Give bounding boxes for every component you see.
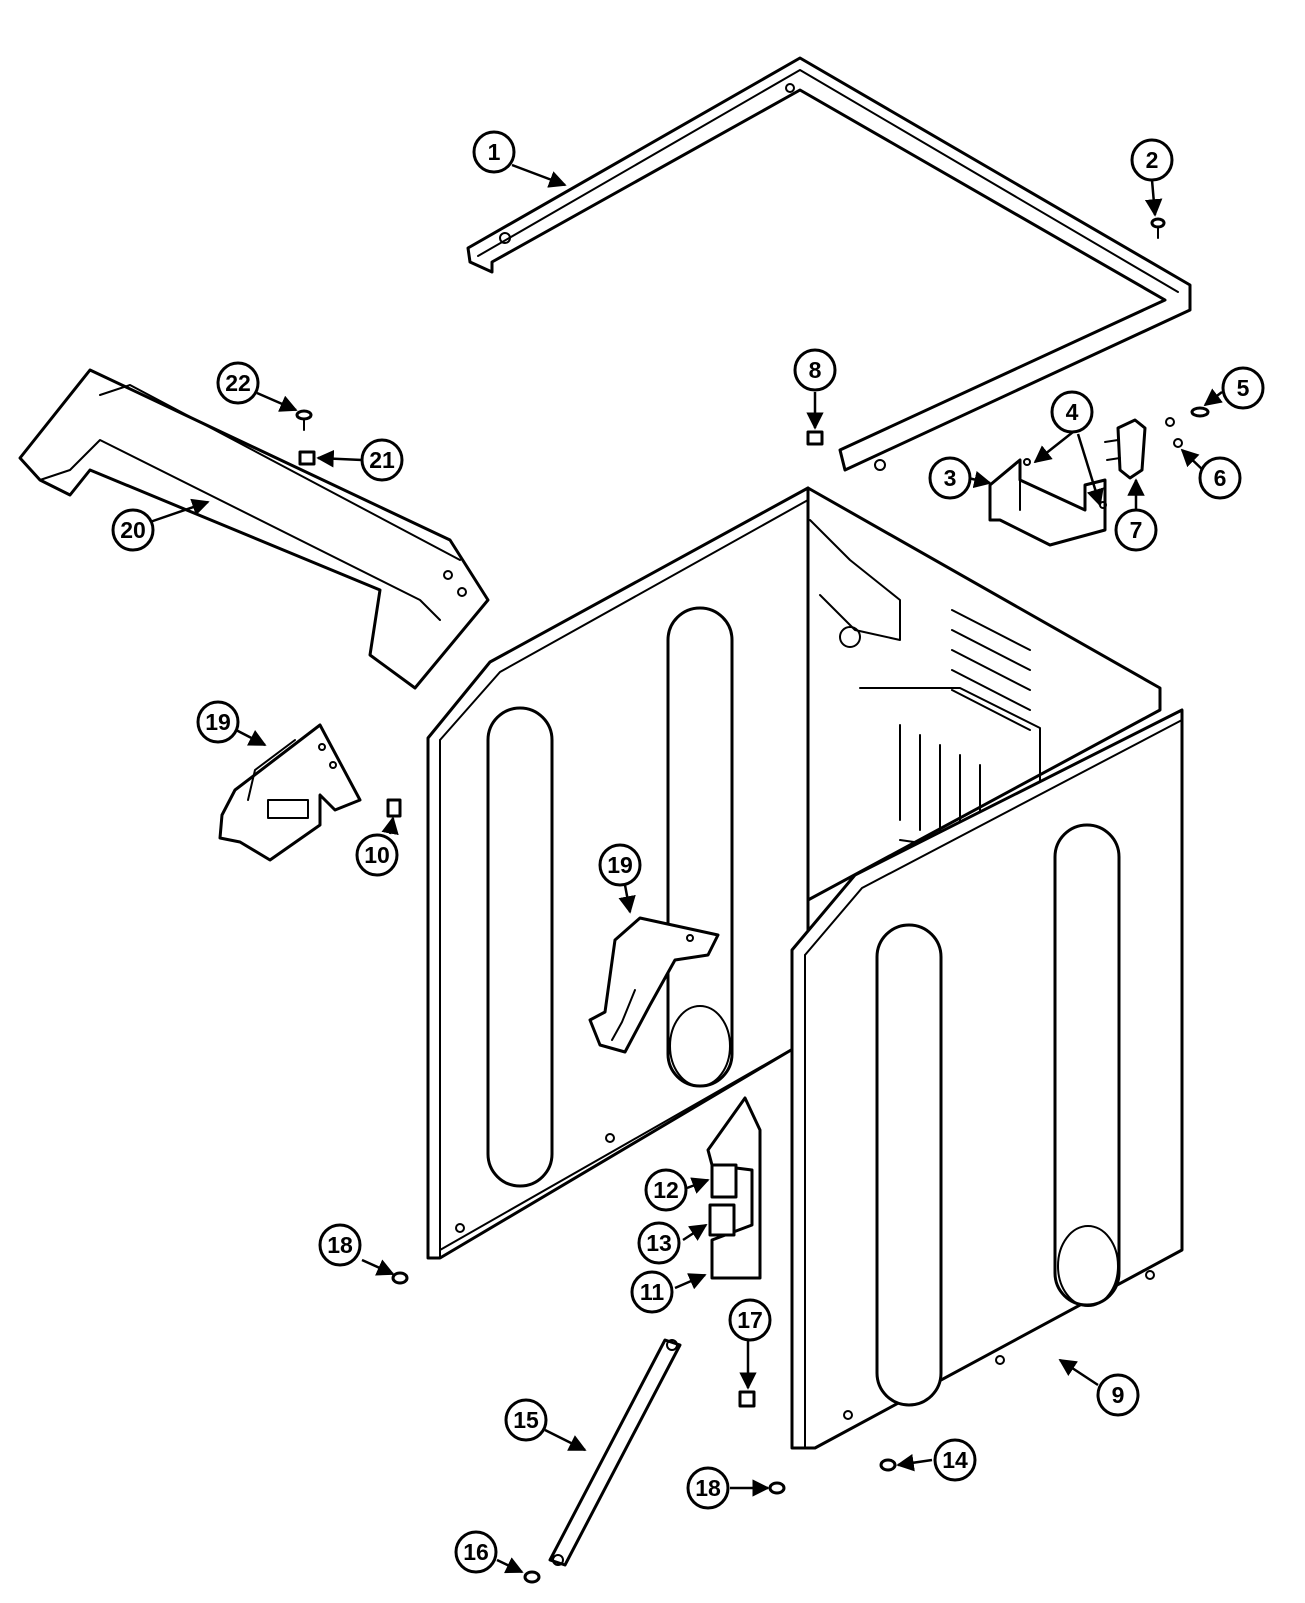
svg-text:12: 12 [653,1177,679,1203]
screw-part-16 [523,1570,541,1584]
callout-10: 10 [355,833,399,877]
callout-9: 9 [1096,1373,1140,1417]
switch-part-7 [1104,418,1147,480]
callout-20: 20 [111,508,155,552]
bracket-part-19-center [588,916,720,1054]
clip-part-10 [386,798,402,818]
svg-text:19: 19 [205,709,231,735]
svg-text:11: 11 [640,1279,665,1305]
relay-part-12 [710,1163,738,1199]
svg-text:5: 5 [1237,375,1250,401]
callout-4: 4 [1050,390,1094,434]
screw-part-2 [1150,217,1166,239]
console-part-20 [18,368,490,690]
cabinet-right-panel [790,708,1184,1450]
svg-text:2: 2 [1146,147,1159,173]
callout-3: 3 [928,456,972,500]
svg-text:18: 18 [695,1475,721,1501]
svg-text:17: 17 [737,1307,763,1333]
callout-17: 17 [728,1298,772,1342]
svg-text:9: 9 [1112,1382,1125,1408]
screw-part-22 [295,409,313,431]
svg-text:18: 18 [327,1232,353,1258]
svg-text:1: 1 [488,139,501,165]
cabinet-back-panel [806,486,1162,902]
screw-part-14 [879,1458,897,1472]
callout-21: 21 [360,438,404,482]
vent-louvers [951,609,1031,731]
callout-1: 1 [472,130,516,174]
screw-part-18-bottom [768,1481,786,1495]
callout-6: 6 [1198,456,1242,500]
svg-text:16: 16 [463,1539,489,1565]
callout-2: 2 [1130,138,1174,182]
bracket-part-19-left [218,723,362,862]
brace-part-15 [548,1338,682,1567]
callout-7: 7 [1114,508,1158,552]
callout-16: 16 [454,1530,498,1574]
svg-text:19: 19 [607,852,633,878]
svg-text:6: 6 [1214,465,1227,491]
callout-18-bottom: 18 [686,1466,730,1510]
svg-text:13: 13 [646,1230,672,1256]
clip-part-17 [738,1390,756,1408]
screw-part-5 [1165,406,1210,427]
callout-13: 13 [637,1221,681,1265]
svg-text:3: 3 [944,465,957,491]
callout-19-left: 19 [196,700,240,744]
svg-text:4: 4 [1066,399,1079,425]
svg-text:10: 10 [364,842,390,868]
svg-text:22: 22 [225,370,251,396]
screw-part-18-left [391,1271,409,1285]
callout-19-center: 19 [598,843,642,887]
svg-text:20: 20 [120,517,146,543]
callout-11: 11 [630,1270,674,1314]
svg-text:15: 15 [513,1407,539,1433]
relay-part-13 [708,1203,736,1237]
svg-text:21: 21 [369,447,395,473]
clip-part-8 [806,430,824,446]
svg-text:7: 7 [1130,517,1143,543]
callout-12: 12 [644,1168,688,1212]
nut-part-6 [1173,438,1183,448]
leader-lines [149,163,1223,1574]
callout-18-left: 18 [318,1223,362,1267]
clip-part-21 [298,450,316,466]
callout-22: 22 [216,361,260,405]
top-frame-part [466,56,1192,472]
callout-5: 5 [1221,366,1265,410]
callout-14: 14 [933,1438,977,1482]
callout-8: 8 [793,348,837,392]
svg-text:8: 8 [809,357,822,383]
callout-15: 15 [504,1398,548,1442]
svg-text:14: 14 [942,1447,968,1473]
